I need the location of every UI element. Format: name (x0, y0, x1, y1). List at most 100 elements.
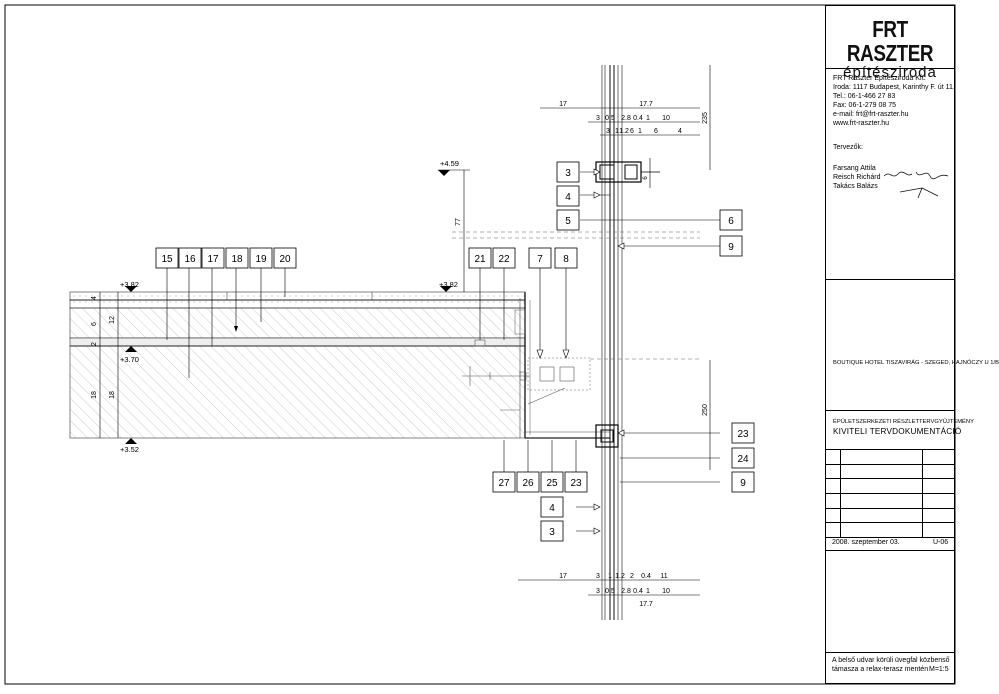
dim-top-3b: 3 (606, 128, 610, 135)
level-352: +3.52 (120, 445, 139, 454)
designer-signatures (883, 171, 949, 199)
dim-bottom-10: 10 (662, 588, 670, 595)
dim-top-235: 235 (702, 112, 709, 124)
level-382-left: +3.82 (120, 280, 139, 289)
callout-20: 20 (279, 254, 291, 265)
grid-row (826, 522, 954, 523)
dim-side-250: 250 (702, 404, 709, 416)
dim-top-17: 17 (559, 101, 567, 108)
logo-main-text: FRT RASZTER (846, 16, 934, 66)
dim-side-6: 6 (91, 322, 98, 326)
bottom-dimension-lines (518, 579, 700, 596)
slab-section (69, 291, 610, 439)
callout-6: 6 (728, 216, 734, 227)
sheet-date: 2008. szeptember 03. (832, 539, 900, 546)
designer-1: Farsang Attila (833, 165, 876, 172)
divider (826, 68, 954, 69)
callout-4-top: 4 (565, 192, 571, 203)
callout-9-bottom: 9 (740, 478, 746, 489)
callout-23-bottom: 23 (570, 478, 582, 489)
callout-15: 15 (161, 254, 173, 265)
dim-bottom-0-5: 0.5 (605, 588, 615, 595)
dim-top-1-2: 1.2 (619, 128, 629, 135)
phase: KIVITELI TERVDOKUMENTÁCIÓ (833, 427, 962, 436)
dim-top-0-5: 0.5 (605, 115, 615, 122)
grid-col (840, 449, 841, 537)
divider (826, 652, 954, 653)
grid-row (826, 464, 954, 465)
callout-18: 18 (231, 254, 243, 265)
phone: Tel.: 06-1-466 27 83 (833, 93, 896, 100)
dim-bottom-2-8: 2.8 (621, 588, 631, 595)
website: www.frt-raszter.hu (833, 120, 890, 127)
project-name: BOUTIQUE HOTEL TISZAVIRÁG - SZEGED, HAJN… (833, 360, 999, 366)
drawing-sheet: 3 4 5 6 9 15 16 17 18 19 20 21 22 7 8 23… (4, 4, 999, 685)
callout-3-top: 3 (565, 168, 571, 179)
callout-17: 17 (207, 254, 219, 265)
dim-bottom-0-4: 0.4 (641, 573, 651, 580)
callout-27: 27 (498, 478, 510, 489)
dim-bottom-11: 11 (660, 573, 667, 580)
sheet-number: Ü-06 (933, 539, 949, 546)
designer-3: Takács Balázs (833, 183, 878, 190)
phase-small: ÉPÜLETSZERKEZETI RÉSZLETTERVGYŰJTEMÉNY (833, 419, 974, 425)
callout-19: 19 (255, 254, 267, 265)
callout-8: 8 (563, 254, 569, 265)
dim-side-18b: 18 (109, 391, 116, 399)
callout-21: 21 (474, 254, 486, 265)
dim-bottom-1: 1 (608, 573, 612, 580)
callout-leaders (166, 168, 720, 535)
callout-7: 7 (537, 254, 543, 265)
dim-top-6a: 6 (630, 128, 634, 135)
construction-detail-drawing: 3 4 5 6 9 15 16 17 18 19 20 21 22 7 8 23… (4, 4, 956, 685)
dim-top-3: 3 (596, 115, 600, 122)
dim-bottom-3b: 3 (596, 588, 600, 595)
dim-side-4: 4 (91, 296, 98, 300)
dim-bottom-1b: 1 (646, 588, 650, 595)
dim-bottom-17-7: 17.7 (639, 601, 653, 608)
sheet-frame (4, 4, 956, 685)
company-name: FRT Raszter Építésziroda Kft. (833, 75, 926, 82)
email: e-mail: frt@frt-raszter.hu (833, 111, 909, 118)
top-dimension-lines (463, 65, 711, 292)
dim-top-10: 10 (662, 115, 670, 122)
dim-top-77: 77 (455, 218, 462, 226)
callout-boxes (155, 161, 755, 542)
divider (826, 410, 954, 411)
company-logo: FRT RASZTER építésziroda (826, 6, 954, 81)
grid-col (922, 449, 923, 537)
office-address: Iroda: 1117 Budapest, Karinthy F. út 11. (833, 84, 955, 91)
callout-26: 26 (522, 478, 534, 489)
callout-4-bottom: 4 (549, 503, 555, 514)
dim-side-2: 2 (91, 342, 98, 346)
dim-top-4: 4 (678, 128, 682, 135)
callout-24: 24 (737, 454, 749, 465)
level-382-mid: +3.82 (439, 280, 458, 289)
dim-bottom-3: 3 (596, 573, 600, 580)
side-dimension-lines (99, 292, 711, 470)
callout-22: 22 (498, 254, 510, 265)
grid-row (826, 493, 954, 494)
dim-top-6: 6 (654, 128, 658, 135)
dim-top-1b: 1 (615, 128, 619, 135)
level-markers (125, 169, 470, 444)
dim-bottom-0-4b: 0.4 (633, 588, 643, 595)
callout-25: 25 (546, 478, 558, 489)
grid-row (826, 537, 954, 538)
dim-top-1: 1 (646, 115, 650, 122)
detail-description-line1: A belső udvar körüli üvegfal közbenső (832, 657, 950, 664)
dim-top-1c: 1 (638, 128, 642, 135)
dim-side-18a: 18 (91, 391, 98, 399)
callout-16: 16 (184, 254, 196, 265)
dim-top-6v: 6 (643, 176, 649, 180)
level-370: +3.70 (120, 355, 139, 364)
designers-label: Tervezők: (833, 144, 863, 151)
callout-23-right: 23 (737, 429, 749, 440)
title-block: FRT RASZTER építésziroda FRT Raszter Épí… (825, 5, 999, 684)
dim-bottom-2: 2 (630, 573, 634, 580)
dim-top-2-8: 2.8 (621, 115, 631, 122)
detail-description-line2: támasza a relax-terasz mentén (832, 666, 929, 673)
fax: Fax: 06-1-279 08 75 (833, 102, 897, 109)
callout-9-top: 9 (728, 242, 734, 253)
dim-side-12: 12 (109, 316, 116, 324)
